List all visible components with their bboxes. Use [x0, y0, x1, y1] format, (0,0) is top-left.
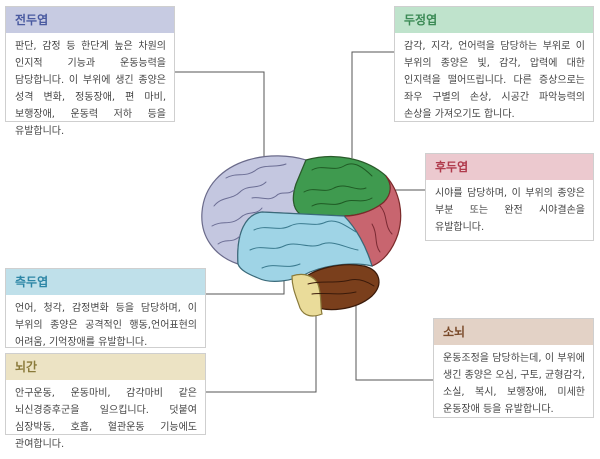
connector-lines — [175, 51, 433, 393]
occipital-lobe-description: 시야를 담당하며, 이 부위의 종양은 부분 또는 완전 시야결손을 유발합니다… — [435, 188, 585, 233]
brainstem-description: 안구운동, 운동마비, 감각마비 같은 뇌신경증후군을 일으킵니다. 덧붙여 심… — [15, 388, 197, 450]
connector-frontal — [175, 71, 265, 160]
temporal-lobe-card: 측두엽 언어, 청각, 감정변화 등을 담당하며, 이 부위의 종양은 공격적인… — [5, 268, 206, 348]
parietal-lobe-description: 감각, 지각, 언어력을 담당하는 부위로 이 부위의 종양은 빛, 감각, 압… — [404, 41, 585, 120]
cerebellum-description: 운동조정을 담당하는데, 이 부위에 생긴 종양은 오심, 구토, 균형감각, … — [443, 353, 585, 415]
temporal-lobe-description: 언어, 청각, 감정변화 등을 담당하며, 이 부위의 종양은 공격적인 행동,… — [15, 303, 197, 348]
brainstem-title: 뇌간 — [6, 354, 205, 380]
brain-diagram — [175, 51, 433, 393]
connector-cerebellum — [355, 294, 433, 381]
parietal-lobe-title: 두정엽 — [395, 7, 593, 33]
brainstem-card: 뇌간 안구운동, 운동마비, 감각마비 같은 뇌신경증후군을 일으킵니다. 덧붙… — [5, 353, 206, 450]
brain-brainstem — [291, 273, 323, 317]
occipital-lobe-title: 후두엽 — [426, 154, 593, 180]
cerebellum-card: 소뇌 운동조정을 담당하는데, 이 부위에 생긴 종양은 오심, 구토, 균형감… — [433, 318, 594, 418]
connector-brainstem — [206, 300, 317, 393]
brain-gyri — [211, 163, 393, 295]
frontal-lobe-description: 판단, 감정 등 한단계 높은 차원의 인지적 기능과 운동능력을 담당합니다.… — [15, 41, 166, 137]
occipital-lobe-card: 후두엽 시야를 담당하며, 이 부위의 종양은 부분 또는 완전 시야결손을 유… — [425, 153, 594, 241]
connector-parietal — [351, 51, 394, 158]
temporal-lobe-title: 측두엽 — [6, 269, 205, 295]
frontal-lobe-title: 전두엽 — [6, 7, 174, 33]
cerebellum-title: 소뇌 — [434, 319, 593, 345]
frontal-lobe-card: 전두엽 판단, 감정 등 한단계 높은 차원의 인지적 기능과 운동능력을 담당… — [5, 6, 175, 137]
parietal-lobe-card: 두정엽 감각, 지각, 언어력을 담당하는 부위로 이 부위의 종양은 빛, 감… — [394, 6, 594, 122]
